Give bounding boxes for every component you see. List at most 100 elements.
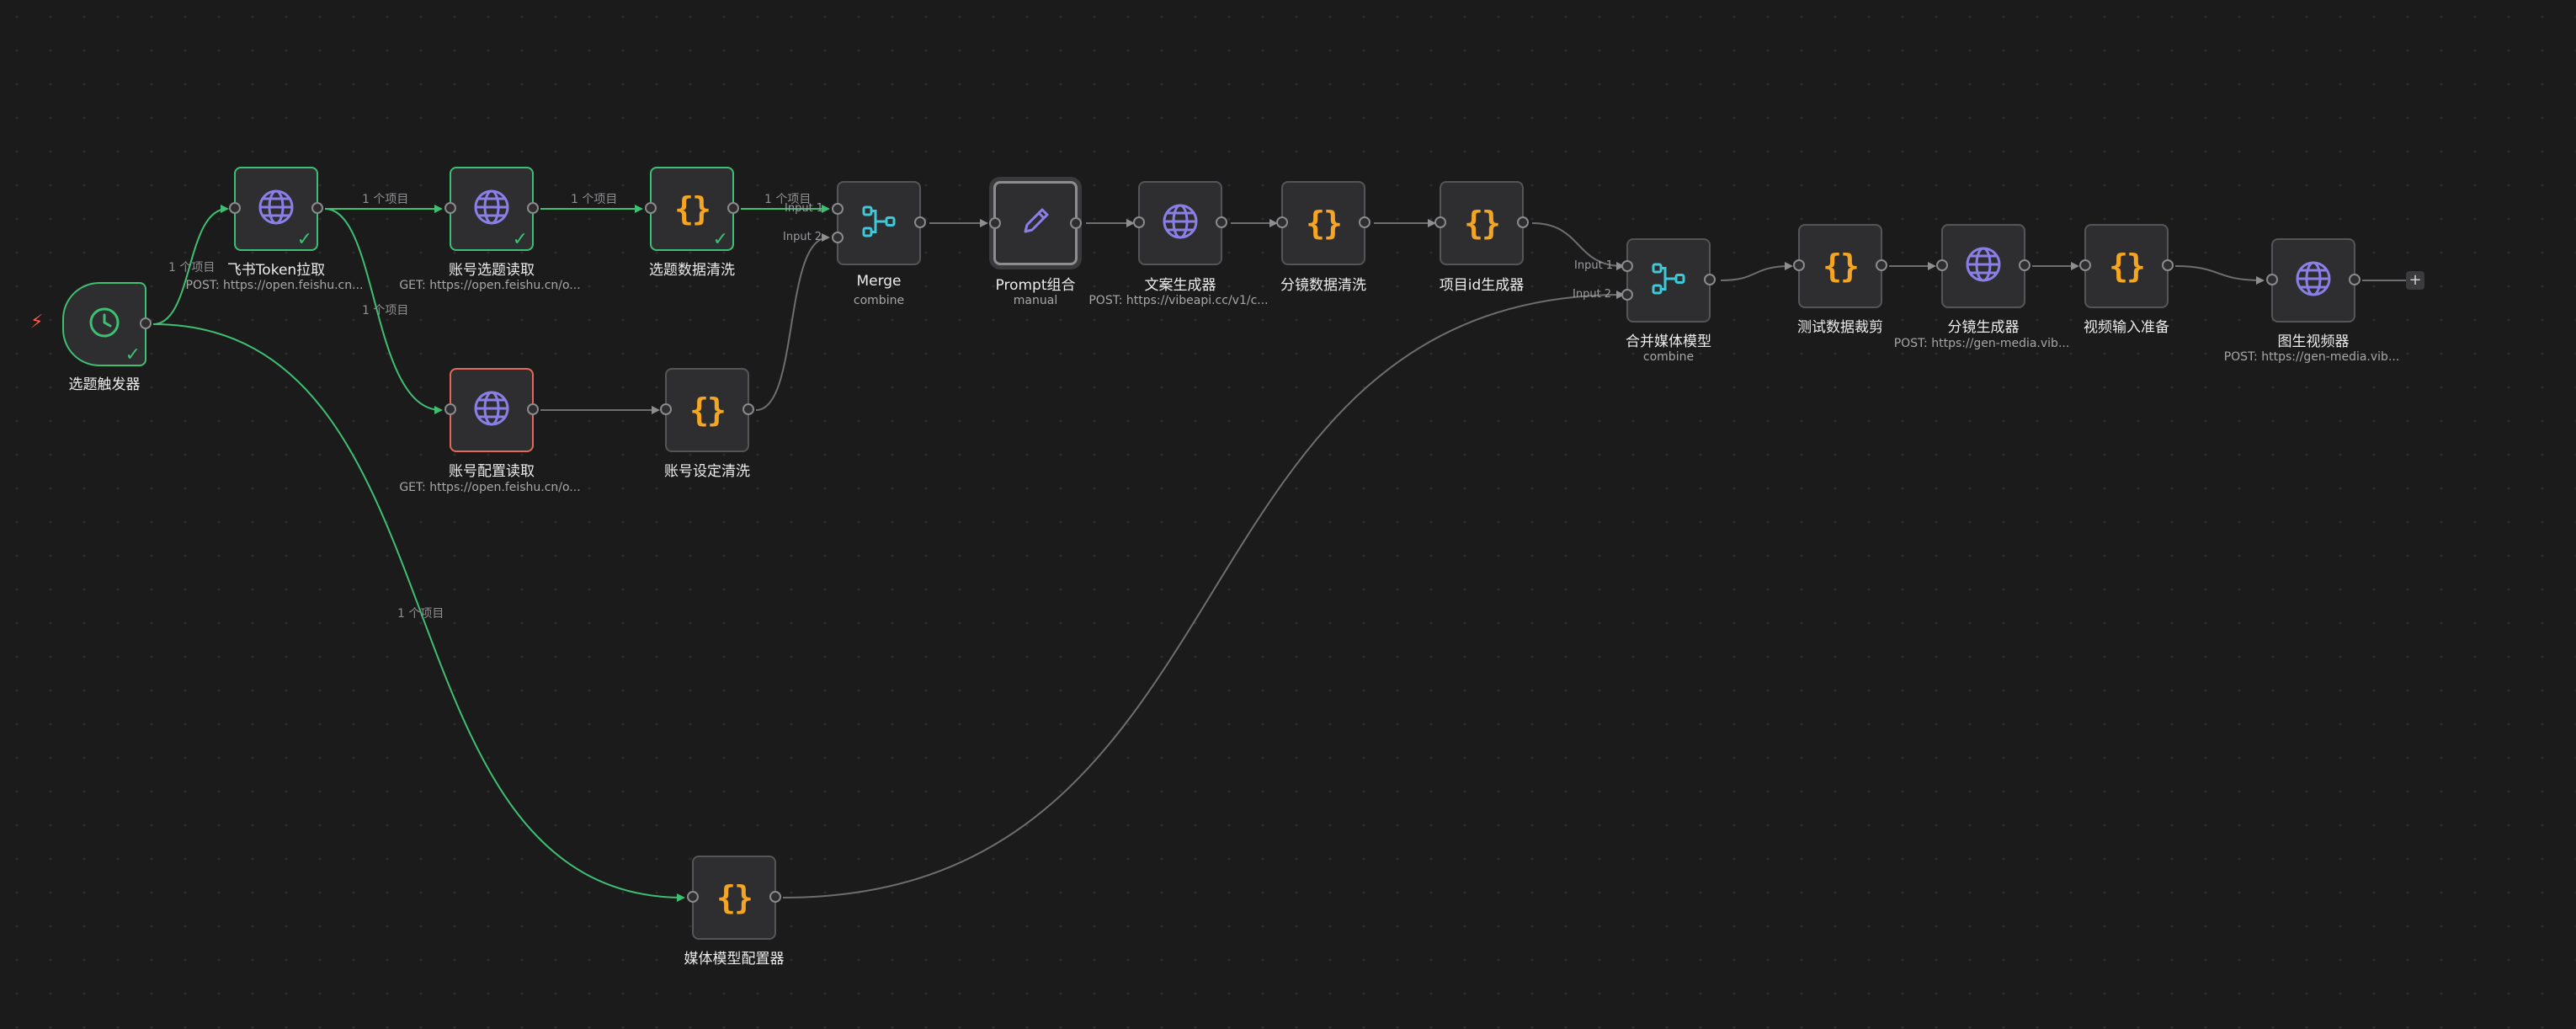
merge-input2-label: Input 2 [783,231,822,243]
node-subtitle: POST: https://gen-media.vib... [1893,337,2070,350]
input-port[interactable] [229,202,241,214]
output-port[interactable] [727,202,739,214]
node-topic-clean[interactable]: {} ✓ [645,167,739,251]
node-copy-generator[interactable] [1133,181,1227,265]
node-subtitle: combine [853,294,905,307]
input-port-1[interactable] [832,203,844,215]
merge-media-input2-label: Input 2 [1573,288,1612,301]
success-check-icon: ✓ [712,229,728,250]
edge-item-count-label: 1 个项目 [362,193,409,206]
merge-input1-label: Input 1 [785,202,824,215]
node-feishu-token[interactable]: ✓ [229,167,323,251]
code-braces-icon: {} [1464,205,1501,242]
input-port[interactable] [1133,216,1145,228]
input-port[interactable] [444,202,456,214]
edge-item-count-label: 1 个项目 [397,607,444,621]
input-port[interactable] [1793,259,1805,271]
edge-trigger-to-token[interactable] [152,205,229,325]
input-port-2[interactable] [1621,289,1633,301]
input-port[interactable] [444,403,456,415]
output-port[interactable] [527,403,539,415]
edge-trigger-to-media-config[interactable] [152,323,685,902]
merge-icon [860,203,897,243]
input-port[interactable] [645,202,657,214]
node-title: 账号选题读取 [449,262,535,279]
node-subtitle: manual [1013,294,1058,307]
node-subtitle: POST: https://gen-media.vib... [2223,350,2400,364]
node-title: 合并媒体模型 [1626,333,1711,350]
edge-item-count-label: 1 个项目 [362,304,409,317]
node-topic-trigger[interactable]: ✓ [62,282,152,366]
input-port[interactable] [1434,216,1446,228]
node-account-config[interactable] [444,368,539,452]
node-storyboard-generator[interactable] [1936,224,2030,308]
globe-icon [258,189,295,229]
output-port[interactable] [769,891,781,903]
globe-icon [473,390,510,430]
edge-media-config-to-merge-media[interactable] [782,291,1625,898]
node-title: 账号设定清洗 [664,463,750,480]
node-storyboard-clean[interactable]: {} [1276,181,1370,265]
input-port[interactable] [687,891,699,903]
merge-icon [1650,260,1687,301]
input-port[interactable] [2266,274,2278,285]
output-port[interactable] [1070,217,1082,229]
node-title: 视频输入准备 [2084,319,2169,336]
code-braces-icon: {} [689,392,726,429]
node-title: Prompt组合 [995,277,1076,294]
node-video-input-prep[interactable]: {} [2079,224,2174,308]
globe-icon [1965,246,2002,286]
node-title: 文案生成器 [1144,277,1216,294]
output-port[interactable] [1216,216,1227,228]
input-port[interactable] [1936,259,1948,271]
node-prompt-combine[interactable] [989,181,1082,265]
output-port[interactable] [914,216,926,228]
node-subtitle: GET: https://open.feishu.cn/o... [399,279,581,292]
node-test-data-trim[interactable]: {} [1793,224,1887,308]
node-title: 媒体模型配置器 [684,951,785,968]
output-port[interactable] [527,202,539,214]
node-image-to-video[interactable] [2266,238,2360,323]
edge-merge-media-to-test-trim[interactable] [1720,262,1793,281]
output-port[interactable] [1704,274,1716,285]
output-port[interactable] [2019,259,2030,271]
edge-token-to-config[interactable] [324,208,443,414]
output-port[interactable] [1359,216,1370,228]
merge-media-input1-label: Input 1 [1574,259,1614,272]
node-merge[interactable] [832,181,926,265]
output-port[interactable] [2162,259,2174,271]
edge-video-prep-to-img2video[interactable] [2174,265,2265,285]
output-port[interactable] [140,317,152,329]
output-port[interactable] [311,202,323,214]
node-account-clean[interactable]: {} [660,368,754,452]
output-port[interactable] [2349,274,2360,285]
node-title: 项目id生成器 [1439,277,1525,294]
output-port[interactable] [1517,216,1529,228]
node-account-topics[interactable]: ✓ [444,167,539,251]
input-port[interactable] [1276,216,1288,228]
output-port[interactable] [1876,259,1887,271]
success-check-icon: ✓ [296,229,312,250]
add-node-button[interactable]: + [2406,271,2424,290]
edge-item-count-label: 1 个项目 [168,261,216,275]
node-title: 分镜生成器 [1947,319,2020,336]
node-title: Merge [856,273,902,290]
input-port-1[interactable] [1621,260,1633,272]
output-port[interactable] [742,403,754,415]
node-media-model-config[interactable]: {} [687,856,781,940]
input-port[interactable] [660,403,672,415]
globe-icon [473,189,510,229]
input-port[interactable] [989,217,1001,229]
globe-icon [1162,203,1199,243]
input-port[interactable] [2079,259,2091,271]
edge-project-id-to-merge-media[interactable] [1531,222,1625,270]
success-check-icon: ✓ [125,344,141,365]
code-braces-icon: {} [1306,205,1343,242]
node-merge-media-model[interactable] [1621,238,1716,323]
edge-account-clean-to-merge[interactable] [755,233,830,411]
input-port-2[interactable] [832,232,844,243]
node-subtitle: combine [1642,350,1695,364]
node-project-id-generator[interactable]: {} [1434,181,1529,265]
